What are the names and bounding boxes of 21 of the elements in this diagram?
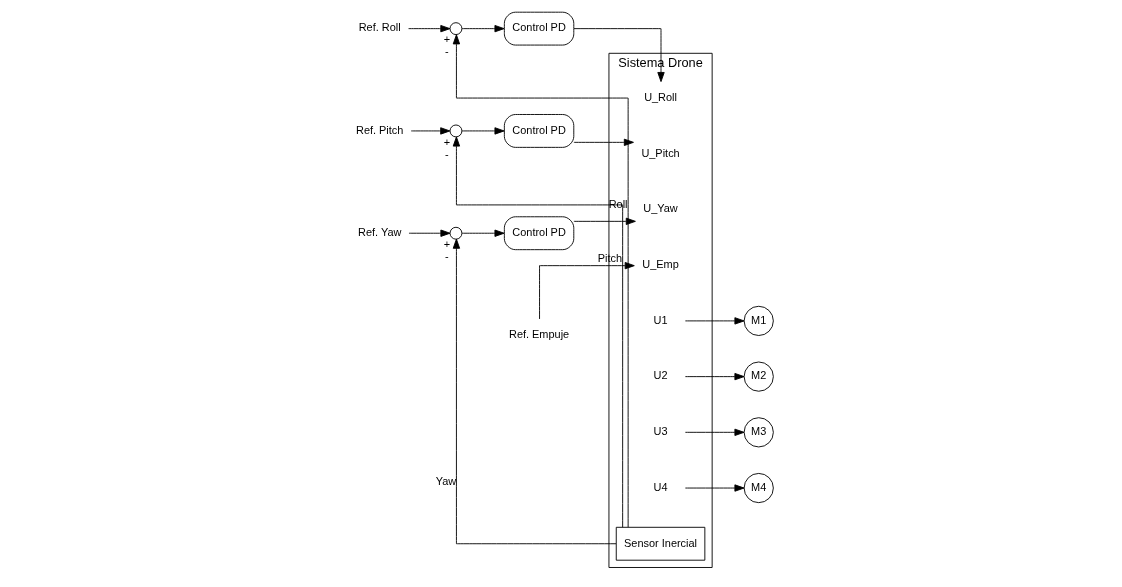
node-text: U_Yaw — [643, 202, 678, 215]
node-text: U2 — [653, 369, 668, 382]
node-label: + — [443, 33, 451, 46]
edge-label: Roll — [608, 198, 628, 211]
node-text: U1 — [653, 313, 668, 326]
node-label: + — [443, 135, 451, 148]
node-text: U_Emp — [642, 258, 679, 271]
node-text: U_Pitch — [641, 146, 680, 159]
node-text: U_Roll — [644, 90, 677, 103]
node-text: U4 — [653, 480, 668, 493]
edge-label: Pitch — [597, 252, 623, 265]
node-text: Ref. Empuje — [508, 328, 570, 341]
node-text: U3 — [653, 425, 668, 438]
node-text: Ref. Roll — [358, 21, 401, 34]
node-label: - — [445, 249, 449, 262]
edge-label: Yaw — [435, 474, 457, 487]
node-label: + — [443, 237, 451, 250]
node-label: - — [445, 147, 449, 160]
node-text: Ref. Pitch — [356, 123, 404, 136]
node-label: - — [445, 45, 449, 58]
node-text: Ref. Yaw — [358, 226, 402, 239]
